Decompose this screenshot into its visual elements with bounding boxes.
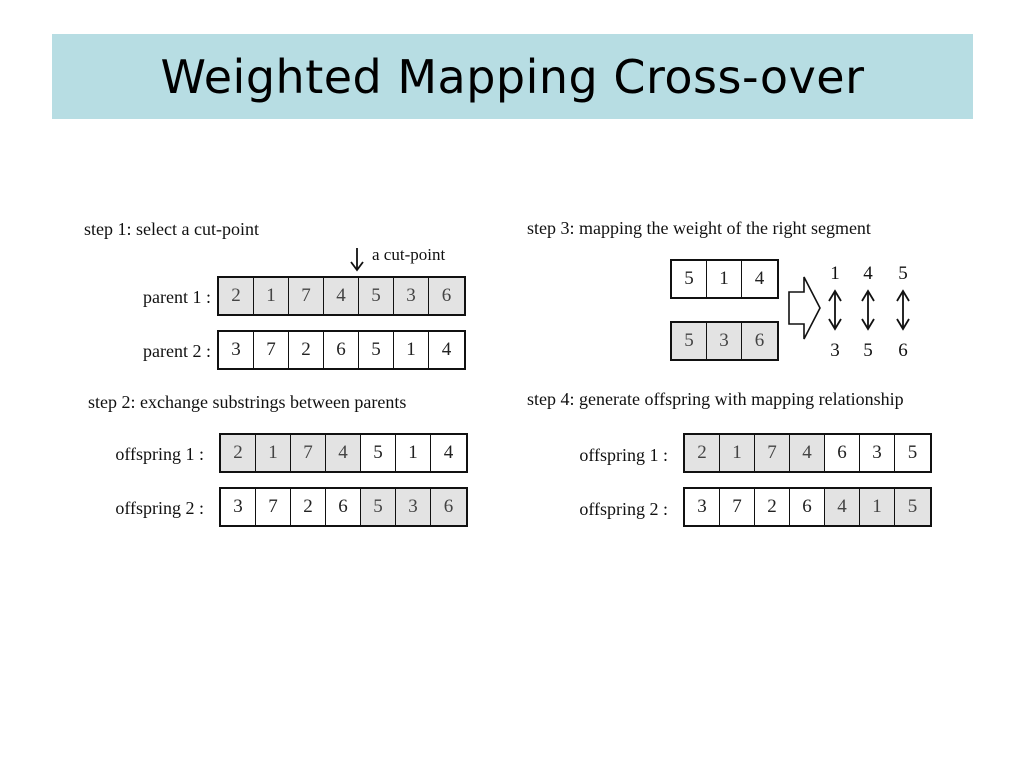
slide-title: Weighted Mapping Cross-over	[160, 49, 865, 104]
mapping-bottom-1: 3	[830, 340, 840, 361]
gene-cell: 7	[291, 435, 326, 471]
gene-cell: 3	[860, 435, 895, 471]
gene-cell: 3	[707, 323, 742, 359]
gene-cell: 4	[790, 435, 825, 471]
gene-cell: 2	[289, 332, 324, 368]
gene-cell: 6	[324, 332, 359, 368]
mapping-top-2: 4	[863, 263, 873, 284]
gene-cell: 3	[221, 489, 256, 525]
gene-cell: 1	[860, 489, 895, 525]
double-arrow-icon-1	[828, 289, 842, 331]
step1-label: step 1: select a cut-point	[84, 219, 259, 239]
gene-cell: 4	[742, 261, 777, 297]
step2-offspring2-label: offspring 2 :	[115, 498, 204, 518]
mapping-bottom-3: 6	[898, 340, 908, 361]
gene-cell: 4	[326, 435, 361, 471]
step2-offspring1-label: offspring 1 :	[115, 444, 204, 464]
gene-cell: 7	[256, 489, 291, 525]
block-right-arrow-icon	[788, 276, 821, 340]
double-arrow-icon-2	[861, 289, 875, 331]
gene-cell: 2	[291, 489, 326, 525]
gene-cell: 2	[221, 435, 256, 471]
gene-cell: 5	[895, 435, 930, 471]
gene-cell: 1	[720, 435, 755, 471]
double-arrow-icon-3	[896, 289, 910, 331]
gene-cell: 7	[755, 435, 790, 471]
title-bar: Weighted Mapping Cross-over	[52, 34, 973, 119]
gene-cell: 5	[359, 278, 394, 314]
gene-cell: 6	[431, 489, 466, 525]
gene-cell: 4	[431, 435, 466, 471]
gene-cell: 6	[790, 489, 825, 525]
gene-cell: 4	[429, 332, 464, 368]
parent1-label: parent 1 :	[143, 287, 211, 307]
step4-label: step 4: generate offspring with mapping …	[527, 389, 904, 409]
gene-cell: 6	[429, 278, 464, 314]
gene-cell: 1	[254, 278, 289, 314]
gene-cell: 1	[396, 435, 431, 471]
parent2-label: parent 2 :	[143, 341, 211, 361]
cut-point-label: a cut-point	[372, 245, 446, 264]
gene-cell: 6	[326, 489, 361, 525]
gene-cell: 2	[685, 435, 720, 471]
gene-cell: 2	[755, 489, 790, 525]
gene-cell: 5	[361, 489, 396, 525]
gene-cell: 7	[254, 332, 289, 368]
gene-cell: 3	[396, 489, 431, 525]
gene-cell: 6	[825, 435, 860, 471]
step2-label: step 2: exchange substrings between pare…	[88, 392, 407, 412]
gene-cell: 5	[359, 332, 394, 368]
gene-cell: 1	[707, 261, 742, 297]
step4-offspring2-label: offspring 2 :	[579, 499, 668, 519]
step4-offspring1-label: offspring 1 :	[579, 445, 668, 465]
gene-cell: 7	[289, 278, 324, 314]
gene-cell: 5	[895, 489, 930, 525]
gene-cell: 1	[256, 435, 291, 471]
gene-cell: 5	[672, 323, 707, 359]
gene-cell: 5	[361, 435, 396, 471]
gene-cell: 3	[394, 278, 429, 314]
mapping-bottom-2: 5	[863, 340, 873, 361]
gene-cell: 2	[219, 278, 254, 314]
gene-cell: 1	[394, 332, 429, 368]
gene-cell: 4	[324, 278, 359, 314]
gene-cell: 7	[720, 489, 755, 525]
gene-cell: 5	[672, 261, 707, 297]
mapping-top-1: 1	[830, 263, 840, 284]
mapping-top-3: 5	[898, 263, 908, 284]
gene-cell: 3	[685, 489, 720, 525]
cut-point-arrow-icon	[350, 248, 364, 272]
gene-cell: 4	[825, 489, 860, 525]
step3-label: step 3: mapping the weight of the right …	[527, 218, 871, 238]
gene-cell: 6	[742, 323, 777, 359]
gene-cell: 3	[219, 332, 254, 368]
